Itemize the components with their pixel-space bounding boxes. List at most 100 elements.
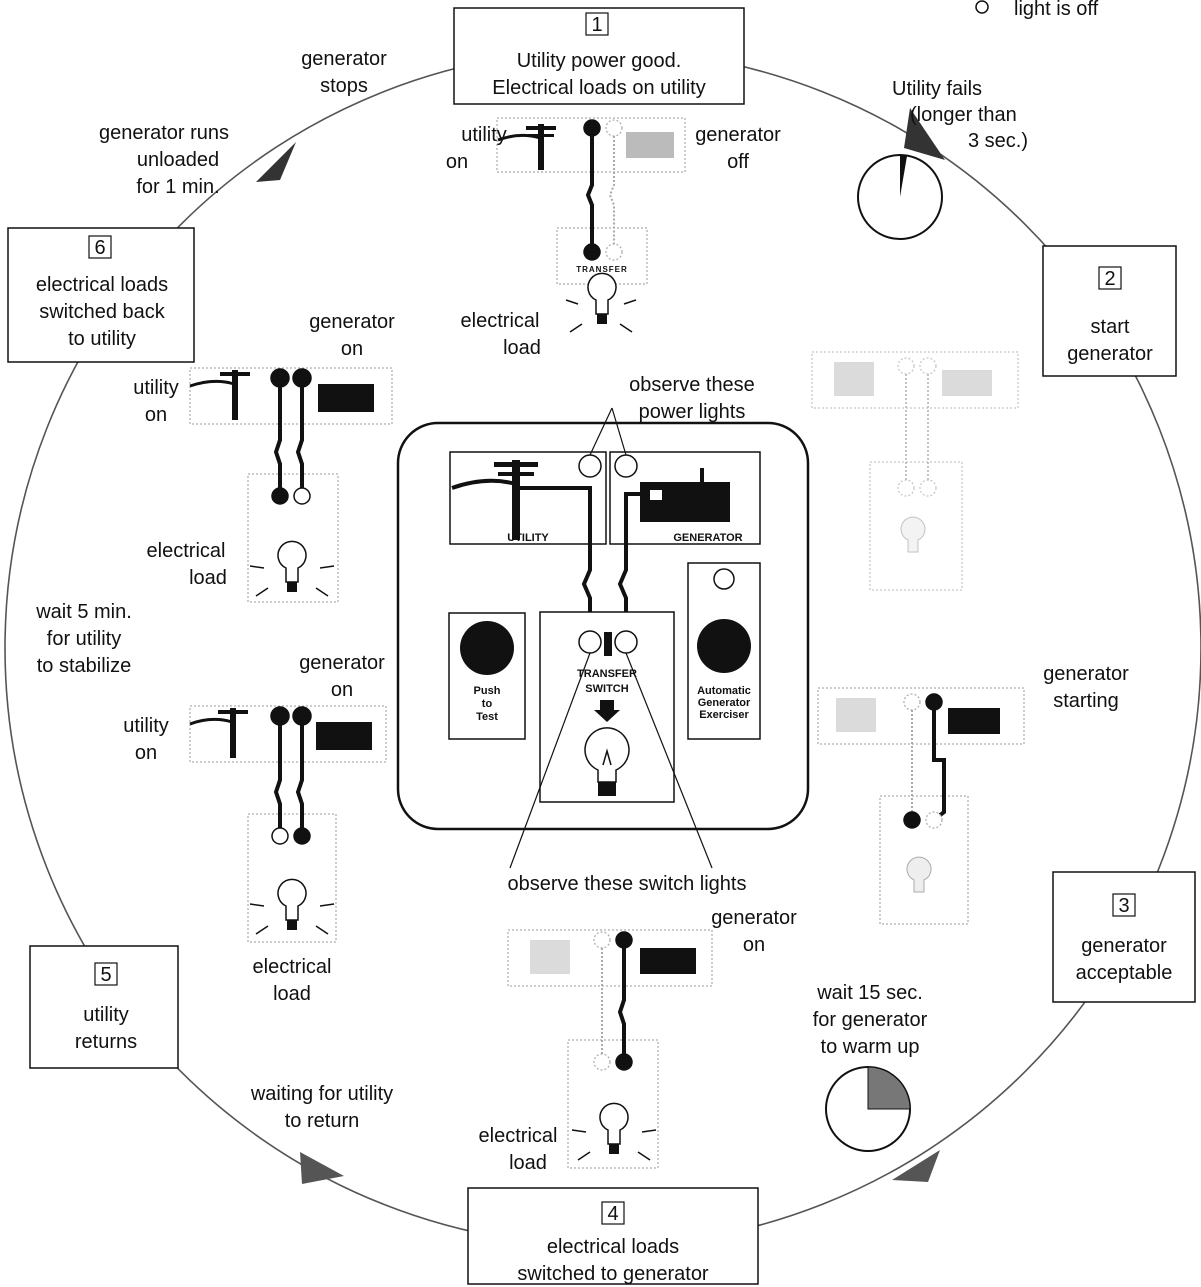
observe-switch-lights: observe these switch lights	[507, 873, 746, 895]
step-box-1: 1 Utility power good. Electrical loads o…	[453, 7, 745, 105]
step-4-line1: electrical loads	[547, 1236, 679, 1258]
exerciser-button[interactable]	[697, 619, 751, 673]
svg-text:waiting for utility: waiting for utility	[250, 1083, 393, 1105]
step-6-line2: switched back	[39, 301, 166, 323]
svg-text:unloaded: unloaded	[137, 149, 219, 171]
svg-text:generator: generator	[309, 311, 395, 333]
svg-text:Automatic: Automatic	[697, 685, 751, 697]
mini-diagram-step3	[817, 687, 1025, 925]
svg-text:electrical: electrical	[479, 1125, 558, 1147]
panel-generator-label: GENERATOR	[673, 532, 742, 544]
transition-utility-fails: Utility fails (longer than 3 sec.)	[892, 78, 1028, 152]
observe-power-lights-line2: power lights	[639, 401, 746, 423]
step-1-line1: Utility power good.	[517, 50, 682, 72]
generator-icon	[640, 468, 730, 522]
timer-3-sec-icon	[857, 154, 943, 240]
utility-power-light	[578, 454, 602, 478]
transition-waiting-for-utility: waiting for utility to return	[250, 1083, 393, 1132]
step-6-line3: to utility	[68, 328, 136, 350]
lightbulb-icon	[584, 727, 630, 796]
transition-generator-stops: generator stops	[301, 48, 387, 97]
svg-text:generator: generator	[695, 124, 781, 146]
svg-text:electrical: electrical	[461, 310, 540, 332]
lightbulb-on-icon	[249, 540, 335, 597]
svg-text:generator: generator	[711, 907, 797, 929]
svg-text:utility: utility	[133, 377, 179, 399]
svg-text:generator runs: generator runs	[99, 122, 229, 144]
transition-runs-unloaded: generator runs unloaded for 1 min.	[99, 122, 229, 198]
utility-switch-light	[578, 630, 602, 654]
step-2-line2: generator	[1067, 343, 1153, 365]
timer-15-sec-icon	[825, 1066, 911, 1152]
svg-text:generator: generator	[299, 652, 385, 674]
step-box-3: 3 generator acceptable	[1052, 871, 1196, 1003]
legend-off-light-icon	[975, 0, 989, 14]
step-5-line1: utility	[83, 1004, 129, 1026]
utility-pole-icon	[189, 708, 248, 758]
cycle-arrow-1-2	[904, 108, 945, 160]
cycle-arrow-3-4	[892, 1150, 940, 1182]
step-box-2: 2 start generator	[1042, 245, 1177, 377]
svg-text:wait 5 min.: wait 5 min.	[35, 601, 132, 623]
svg-text:on: on	[331, 679, 353, 701]
step-4-number: 4	[607, 1203, 618, 1225]
svg-text:on: on	[446, 151, 468, 173]
svg-text:Exerciser: Exerciser	[699, 709, 749, 721]
svg-text:to stabilize: to stabilize	[37, 655, 132, 677]
svg-text:on: on	[341, 338, 363, 360]
svg-text:for generator: for generator	[813, 1009, 928, 1031]
svg-text:for 1 min.: for 1 min.	[136, 176, 219, 198]
svg-text:stops: stops	[320, 75, 368, 97]
step-2-line1: start	[1091, 316, 1130, 338]
step-3-line2: acceptable	[1076, 962, 1173, 984]
step-6-line1: electrical loads	[36, 274, 168, 296]
transition-generator-starting: generator starting	[1043, 663, 1129, 712]
step-box-5: 5 utility returns	[29, 945, 179, 1069]
lightbulb-on-icon	[565, 272, 637, 333]
cycle-arrow-6-1	[256, 142, 296, 182]
svg-text:electrical: electrical	[147, 540, 226, 562]
svg-text:load: load	[273, 983, 311, 1005]
step-3-line1: generator	[1081, 935, 1167, 957]
svg-text:utility: utility	[461, 124, 507, 146]
transition-wait-stabilize: wait 5 min. for utility to stabilize	[35, 601, 132, 677]
utility-pole-icon	[451, 460, 538, 540]
svg-text:to warm up: to warm up	[821, 1036, 920, 1058]
mini-diagram-step6: generator on utility on electrical load	[133, 311, 395, 603]
transfer-switch-panel: UTILITY GENERATOR Push to Test TRANSFER …	[396, 407, 810, 869]
svg-text:to: to	[482, 698, 493, 710]
svg-text:on: on	[145, 404, 167, 426]
svg-text:to return: to return	[285, 1110, 359, 1132]
legend-off-text: light is off	[1014, 0, 1099, 20]
generator-switch-light	[614, 630, 638, 654]
observe-power-lights-line1: observe these	[629, 374, 755, 396]
svg-text:utility: utility	[123, 715, 169, 737]
svg-text:generator: generator	[301, 48, 387, 70]
svg-text:Generator: Generator	[698, 697, 751, 709]
legend: light is off	[975, 0, 1099, 20]
svg-text:Push: Push	[474, 685, 501, 697]
step-5-number: 5	[100, 964, 111, 986]
mini-diagram-step5: generator on utility on electrical load	[123, 652, 387, 1005]
exerciser-light	[713, 568, 735, 590]
svg-text:load: load	[509, 1152, 547, 1174]
panel-utility-label: UTILITY	[507, 532, 549, 544]
generator-icon	[640, 948, 696, 974]
svg-text:on: on	[135, 742, 157, 764]
mini-diagram-step4: generator on electrical load	[479, 907, 798, 1174]
step-4-line2: switched to generator	[517, 1263, 709, 1285]
svg-text:starting: starting	[1053, 690, 1119, 712]
lightbulb-on-icon	[249, 878, 335, 935]
step-2-number: 2	[1104, 268, 1115, 290]
step-1-number: 1	[591, 14, 602, 36]
generator-power-light	[614, 454, 638, 478]
generator-icon	[318, 384, 374, 412]
cycle-arrow-4-5	[300, 1152, 344, 1184]
svg-text:off: off	[727, 151, 749, 173]
generator-icon	[626, 132, 674, 158]
push-to-test-button[interactable]	[460, 621, 514, 675]
step-3-number: 3	[1118, 895, 1129, 917]
utility-pole-icon	[189, 370, 250, 420]
step-1-line2: Electrical loads on utility	[492, 77, 705, 99]
